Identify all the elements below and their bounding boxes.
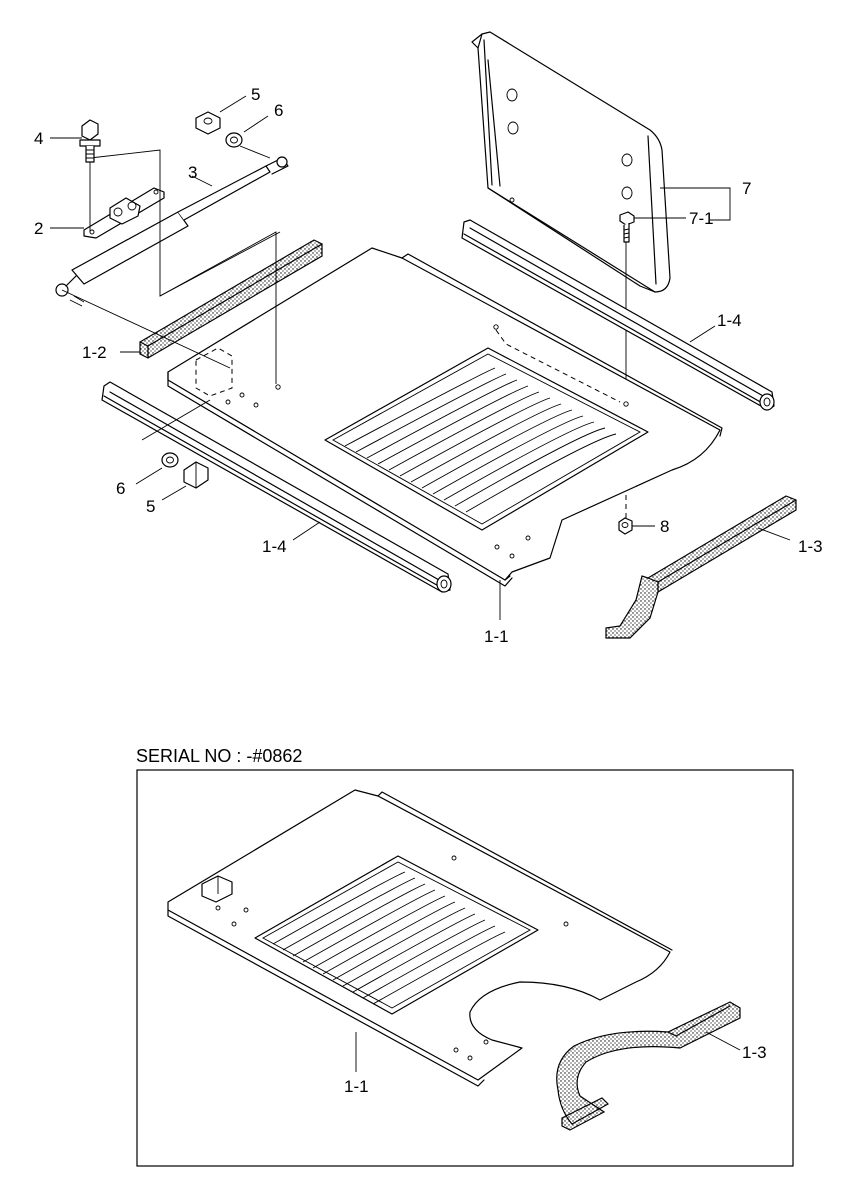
- leader-5-upper: [219, 95, 247, 113]
- leader-6-upper: [243, 115, 269, 133]
- label-1-1-inset: 1-1: [344, 1077, 369, 1096]
- leader-7: [660, 187, 731, 221]
- inset-frame: [136, 769, 794, 1167]
- label-6-upper: 6: [274, 101, 283, 120]
- nut-5-upper: [195, 111, 221, 135]
- label-1-4-right: 1-4: [717, 311, 742, 330]
- foam-strip-1-3: [605, 495, 797, 639]
- label-8: 8: [660, 517, 669, 536]
- cap-nut-5-lower: [183, 461, 209, 489]
- floor-plate-1-1: [167, 247, 723, 587]
- leader-5-lower: [161, 485, 187, 501]
- strut-end-stud: [69, 295, 85, 307]
- leader-1-3-upper: [757, 527, 791, 541]
- label-1-3-inset: 1-3: [742, 1043, 767, 1062]
- label-3: 3: [188, 163, 197, 182]
- label-1-1-upper: 1-1: [484, 627, 509, 646]
- label-4: 4: [34, 129, 43, 148]
- label-6-lower: 6: [116, 479, 125, 498]
- label-5-lower: 5: [146, 497, 155, 516]
- nut-8: [618, 517, 633, 535]
- leader-1-4-right: [689, 325, 716, 343]
- inset-foam-strip-1-3: [556, 1001, 741, 1131]
- hinge-axis-lines: [89, 149, 281, 297]
- label-1-2: 1-2: [82, 343, 107, 362]
- seat-back-plate: [471, 31, 671, 293]
- foam-strip-1-2: [139, 239, 323, 359]
- leader-3: [191, 175, 213, 187]
- bolt-7-1: [619, 211, 635, 243]
- label-5-upper: 5: [251, 85, 260, 104]
- left-rail-1-4: [101, 381, 452, 593]
- leader-6-lower: [135, 467, 163, 485]
- leader-1-3-inset: [705, 1031, 741, 1051]
- washer-6-upper: [225, 132, 271, 159]
- bolt-4: [79, 119, 101, 163]
- hinge-axis-lines-2: [159, 231, 277, 384]
- hinge-bracket-2: [83, 187, 165, 239]
- label-7-1: 7-1: [689, 209, 714, 228]
- label-2: 2: [34, 219, 43, 238]
- inset-title: SERIAL NO : -#0862: [136, 746, 302, 766]
- label-1-3-upper: 1-3: [798, 537, 823, 556]
- inset-floor-plate: [167, 789, 673, 1087]
- washer-6-lower: [141, 399, 211, 468]
- label-7: 7: [742, 179, 751, 198]
- label-1-4-left: 1-4: [262, 537, 287, 556]
- gas-strut-3: [55, 156, 289, 369]
- leader-1-4-left: [292, 521, 321, 541]
- right-rail-1-4: [461, 219, 775, 411]
